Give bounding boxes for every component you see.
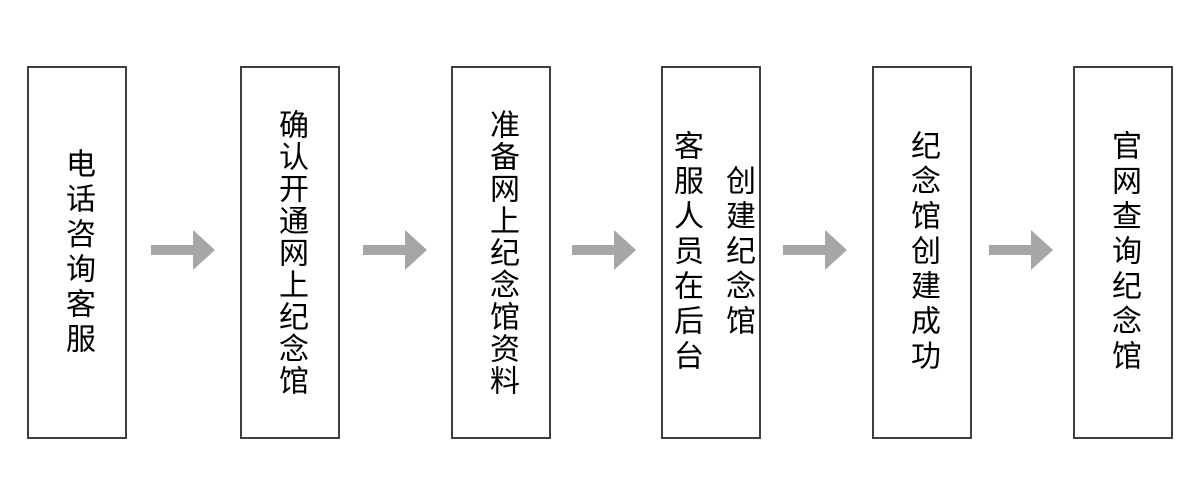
arrow-shaft bbox=[572, 245, 615, 255]
arrow-shaft bbox=[363, 245, 406, 255]
flow-step-3: 准备网上纪念馆资料 bbox=[451, 66, 551, 439]
flow-step-5: 纪念馆创建成功 bbox=[872, 66, 972, 439]
arrow-head bbox=[193, 230, 215, 270]
step-label-line-2: 创建纪念馆 bbox=[721, 165, 754, 340]
step-label: 纪念馆创建成功 bbox=[906, 130, 939, 375]
arrow-right-icon bbox=[989, 230, 1053, 270]
arrow-shaft bbox=[783, 245, 826, 255]
flow-step-1: 电话咨询客服 bbox=[27, 66, 127, 439]
step-label: 电话咨询客服 bbox=[61, 147, 94, 358]
step-label: 准备网上纪念馆资料 bbox=[485, 108, 518, 397]
flow-step-2: 确认开通网上纪念馆 bbox=[240, 66, 340, 439]
arrow-right-icon bbox=[151, 230, 215, 270]
step-label: 官网查询纪念馆 bbox=[1107, 130, 1140, 375]
arrow-head bbox=[1031, 230, 1053, 270]
arrow-shaft bbox=[151, 245, 194, 255]
step-label: 确认开通网上纪念馆 bbox=[274, 108, 307, 397]
arrow-head bbox=[405, 230, 427, 270]
flow-step-6: 官网查询纪念馆 bbox=[1073, 66, 1173, 439]
arrow-right-icon bbox=[783, 230, 847, 270]
step-label-line-1: 客服人员在后台 bbox=[669, 130, 702, 375]
arrow-head bbox=[614, 230, 636, 270]
arrow-shaft bbox=[989, 245, 1032, 255]
arrow-right-icon bbox=[572, 230, 636, 270]
flow-step-4: 客服人员在后台 创建纪念馆 bbox=[661, 66, 761, 439]
arrow-head bbox=[825, 230, 847, 270]
arrow-right-icon bbox=[363, 230, 427, 270]
